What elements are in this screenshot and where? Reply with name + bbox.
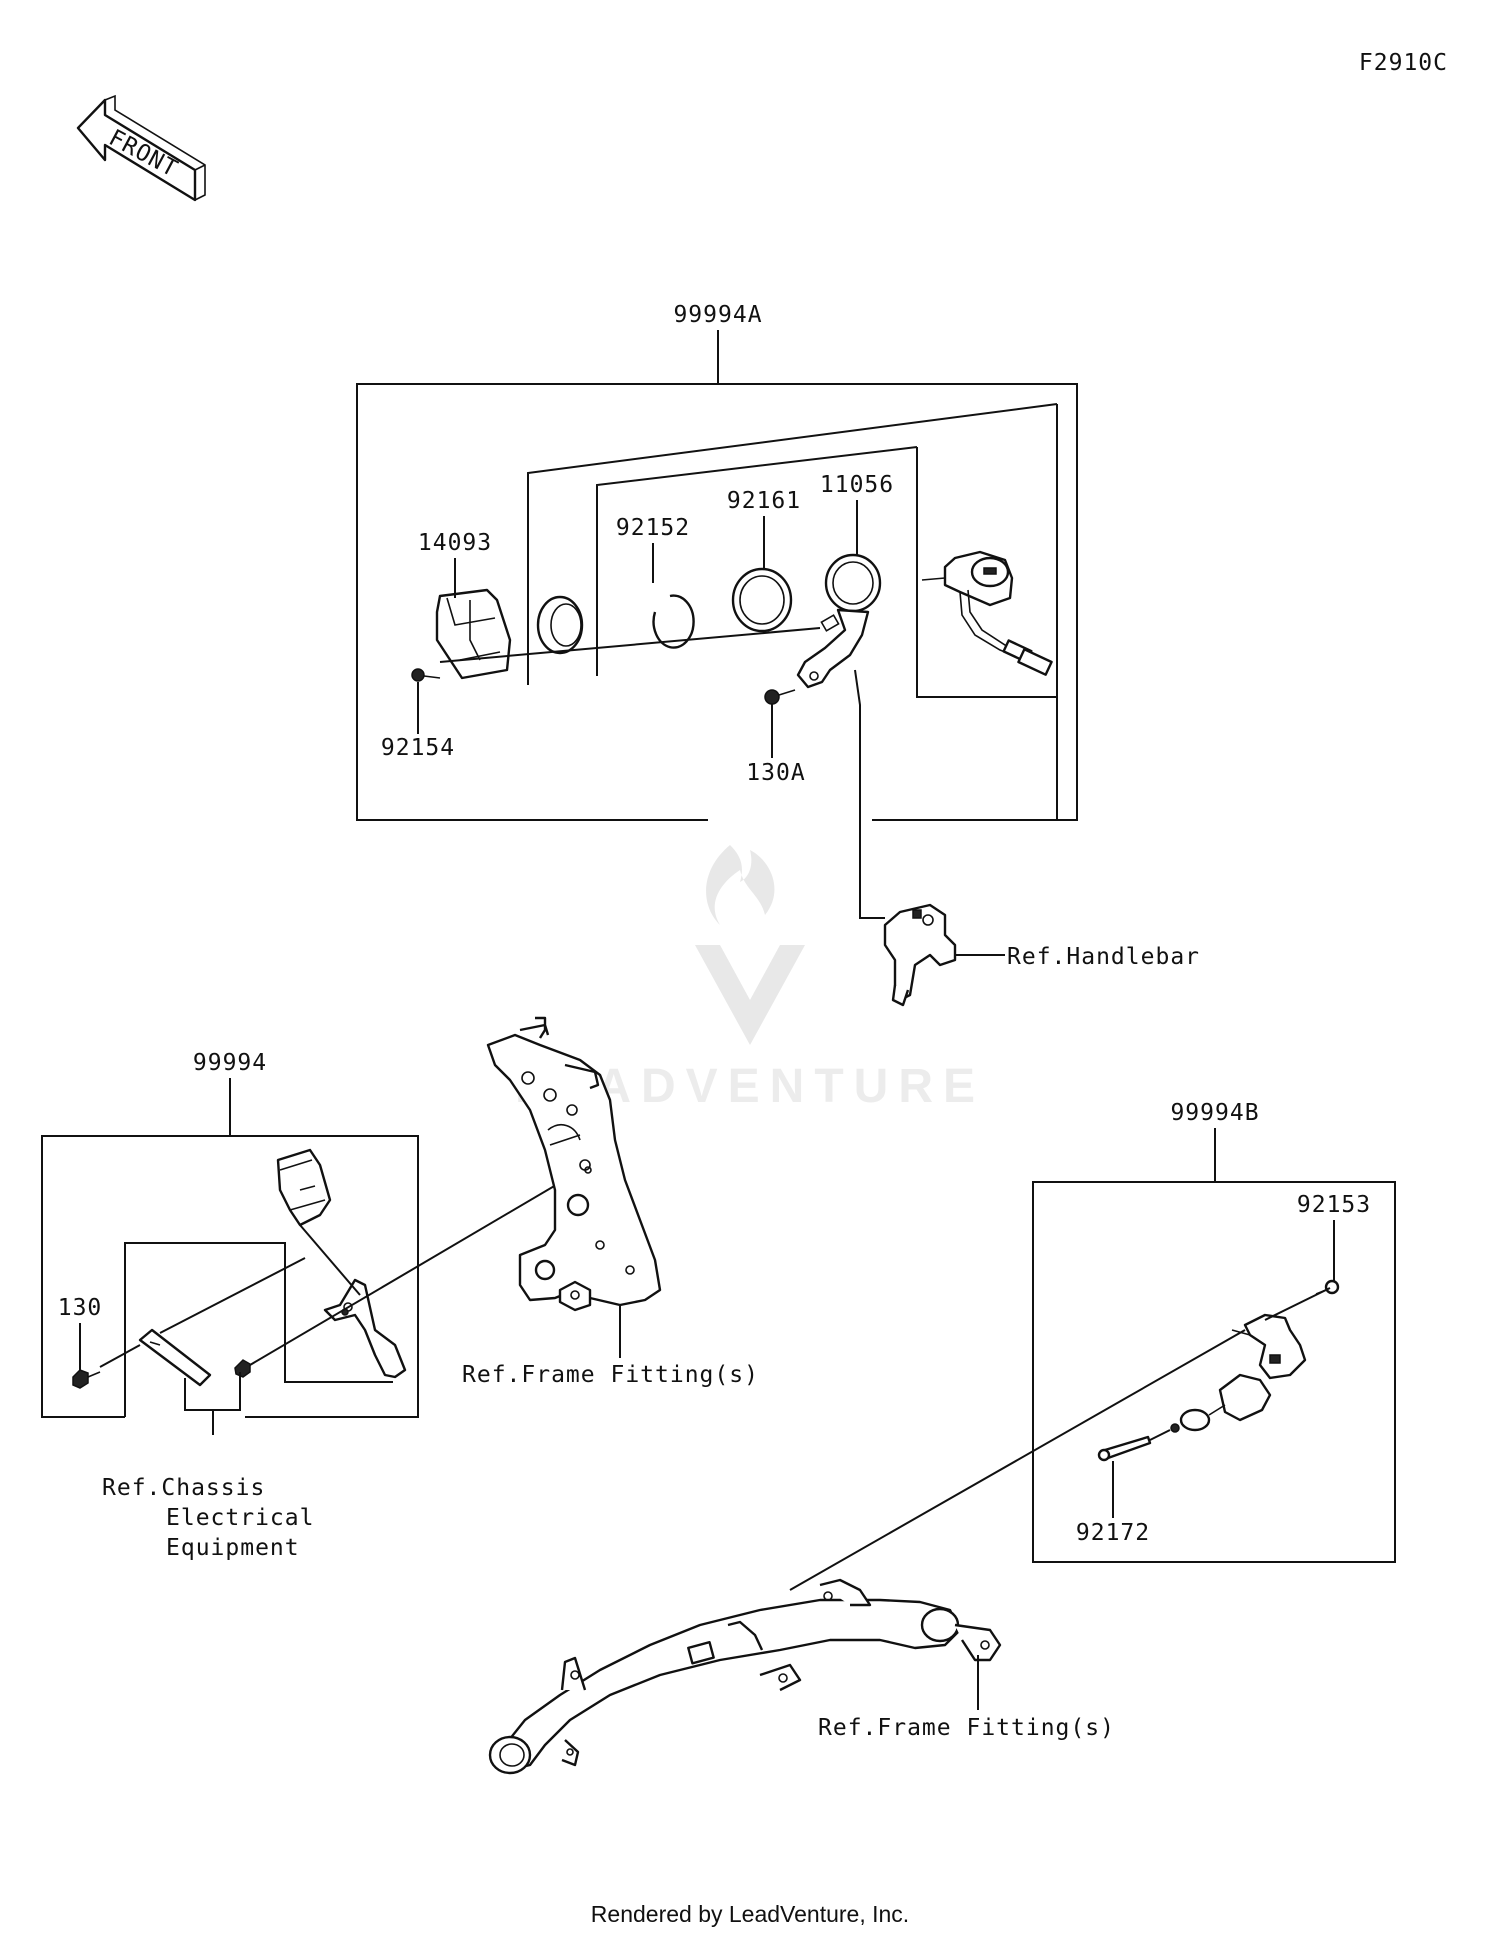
label-130: 130	[58, 1295, 103, 1321]
strap	[138, 1328, 212, 1387]
part-92153	[1315, 1279, 1340, 1295]
part-ring	[536, 595, 584, 655]
relay-bracket	[323, 1278, 407, 1379]
assembly-box-99994b	[1032, 1181, 1396, 1563]
handlebar-clamp	[883, 903, 957, 1007]
assembly-label-99994a: 99994A	[673, 302, 762, 328]
figure-code: F2910C	[1359, 50, 1448, 76]
ref-frame-fitting-1: Ref.Frame Fitting(s)	[462, 1362, 759, 1388]
part-11056	[796, 553, 882, 689]
relay-unit	[276, 1148, 332, 1227]
part-92161	[731, 567, 793, 633]
ref-chassis-line3: Equipment	[166, 1535, 300, 1561]
part-92154	[411, 668, 441, 682]
part-socket	[921, 550, 1053, 676]
switch-bracket	[1231, 1313, 1307, 1380]
label-11056: 11056	[820, 472, 894, 498]
label-92154: 92154	[381, 735, 455, 761]
ref-handlebar: Ref.Handlebar	[1007, 944, 1200, 970]
assembly-label-99994: 99994	[193, 1050, 267, 1076]
ref-frame-fitting-2: Ref.Frame Fitting(s)	[818, 1715, 1115, 1741]
frame-plate	[486, 1016, 662, 1312]
assembly-box-99994	[41, 1135, 419, 1418]
front-label: FRONT	[104, 125, 182, 183]
watermark-logo	[695, 845, 805, 1045]
assembly-box-99994a	[356, 383, 1078, 821]
label-92161: 92161	[727, 488, 801, 514]
footer-credit: Rendered by LeadVenture, Inc.	[591, 1901, 909, 1927]
switch-unit	[1170, 1373, 1272, 1433]
label-130a: 130A	[746, 760, 805, 786]
label-92172: 92172	[1076, 1520, 1150, 1546]
label-92152: 92152	[616, 515, 690, 541]
part-92172	[1097, 1435, 1152, 1462]
part-92152	[652, 594, 695, 649]
part-130a	[764, 689, 796, 705]
ref-chassis-line2: Electrical	[166, 1505, 314, 1531]
label-14093: 14093	[418, 530, 492, 556]
part-130	[72, 1369, 101, 1389]
frame-tube	[488, 1578, 1002, 1775]
front-arrow-icon	[76, 94, 206, 202]
ref-chassis-line1: Ref.Chassis	[102, 1475, 265, 1501]
label-92153: 92153	[1297, 1192, 1371, 1218]
assembly-label-99994b: 99994B	[1170, 1100, 1259, 1126]
strap-bolt	[234, 1359, 251, 1378]
part-14093	[435, 588, 512, 680]
